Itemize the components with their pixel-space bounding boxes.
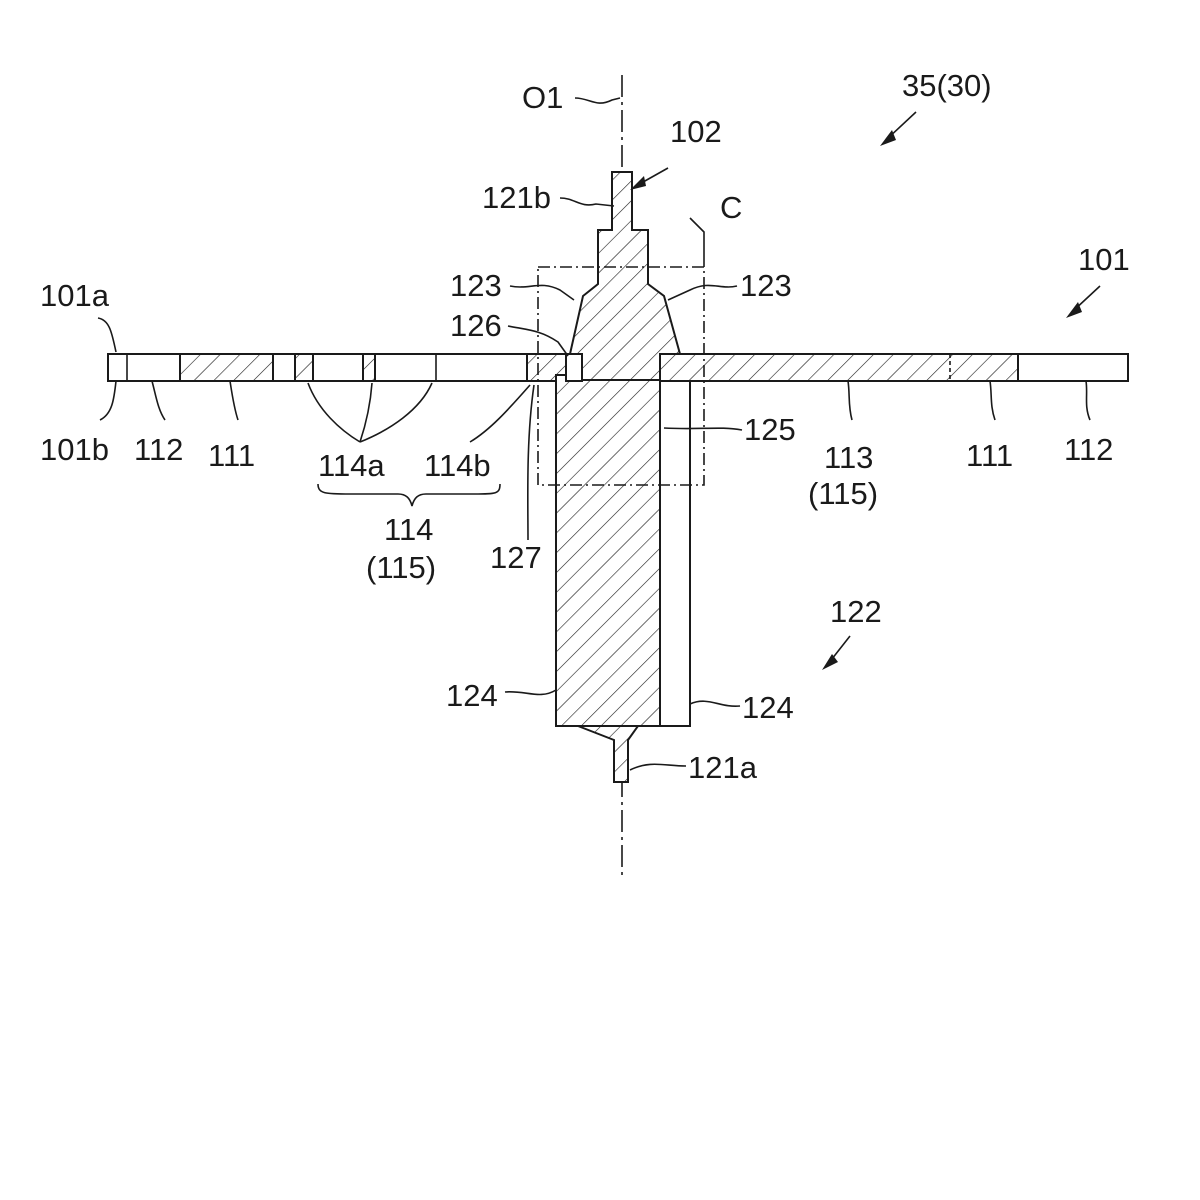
label-body: 122: [830, 594, 882, 629]
label-shoulder: 127: [490, 540, 542, 575]
region-c-box: [537, 266, 705, 486]
label-group-114-sub: (115): [366, 550, 436, 585]
labels: 35(30) O1 102 121b C 101 123 123 101a 12…: [40, 68, 1130, 785]
label-hole-b: 114b: [424, 448, 491, 483]
label-end-upper: 121b: [482, 180, 551, 215]
label-ring-top: 126: [450, 308, 502, 343]
label-section-111-right: 111: [966, 438, 1013, 473]
label-section-113: 113: [824, 440, 873, 475]
label-bore: 125: [744, 412, 796, 447]
label-plate-end-bottom: 101b: [40, 432, 109, 467]
label-end-lower: 121a: [688, 750, 758, 785]
label-rotor: 102: [670, 114, 722, 149]
label-body-left: 124: [446, 678, 498, 713]
label-group-114: 114: [384, 512, 433, 547]
label-taper-left: 123: [450, 268, 502, 303]
leaders: [97, 97, 1091, 771]
label-region: C: [720, 190, 742, 225]
plate-left: [107, 353, 579, 382]
label-axis: O1: [522, 80, 563, 115]
rotor-shaft-upper: [565, 171, 682, 382]
label-plate: 101: [1078, 242, 1130, 277]
label-hole-a: 114a: [318, 448, 385, 483]
brace-114: [317, 483, 501, 507]
plate-right: [659, 353, 1129, 382]
label-section-112-left: 112: [134, 432, 183, 467]
label-section-111-left: 111: [208, 438, 255, 473]
label-plate-end-top: 101a: [40, 278, 110, 313]
label-section-112-right: 112: [1064, 432, 1113, 467]
label-section-113-sub: (115): [808, 476, 878, 511]
label-taper-right: 123: [740, 268, 792, 303]
label-assembly: 35(30): [902, 68, 992, 103]
rotor-shaft-lower: [577, 725, 640, 783]
label-body-right: 124: [742, 690, 794, 725]
arrows: [630, 111, 1101, 670]
